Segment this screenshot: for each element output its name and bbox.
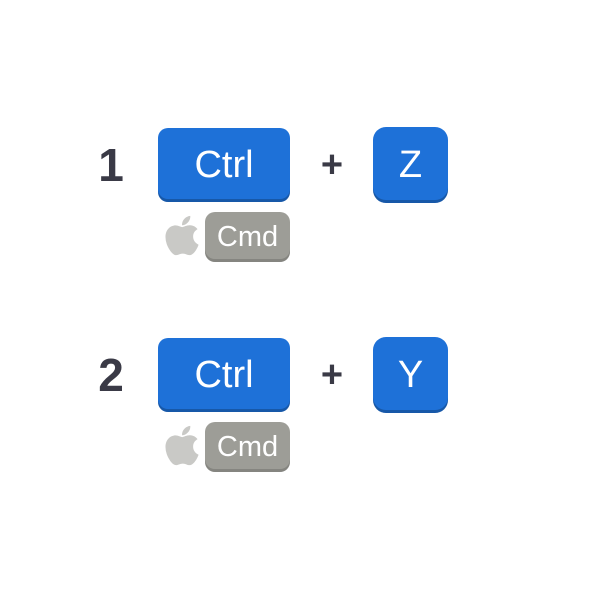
ctrl-key-label: Ctrl (194, 143, 254, 186)
cmd-key-label: Cmd (216, 430, 279, 463)
step-number: 1 (98, 139, 124, 191)
letter-key-y: Y (373, 337, 448, 413)
ctrl-key: Ctrl (158, 338, 290, 412)
letter-key-label: Z (398, 143, 423, 186)
step-number: 2 (98, 349, 124, 401)
ctrl-key: Ctrl (158, 128, 290, 202)
cmd-key: Cmd (205, 212, 290, 262)
shortcut-row-1: 1 Ctrl + Z Cmd (0, 0, 600, 265)
ctrl-key-label: Ctrl (194, 353, 254, 396)
letter-key-label: Y (397, 353, 424, 396)
cmd-key-label: Cmd (216, 220, 279, 253)
letter-key-z: Z (373, 127, 448, 203)
plus-sign: + (320, 143, 344, 186)
plus-sign: + (320, 353, 344, 396)
shortcut-row-2: 2 Ctrl + Y Cmd (0, 210, 600, 475)
cmd-key: Cmd (205, 422, 290, 472)
apple-logo-icon (164, 422, 200, 468)
apple-logo-icon (164, 212, 200, 258)
